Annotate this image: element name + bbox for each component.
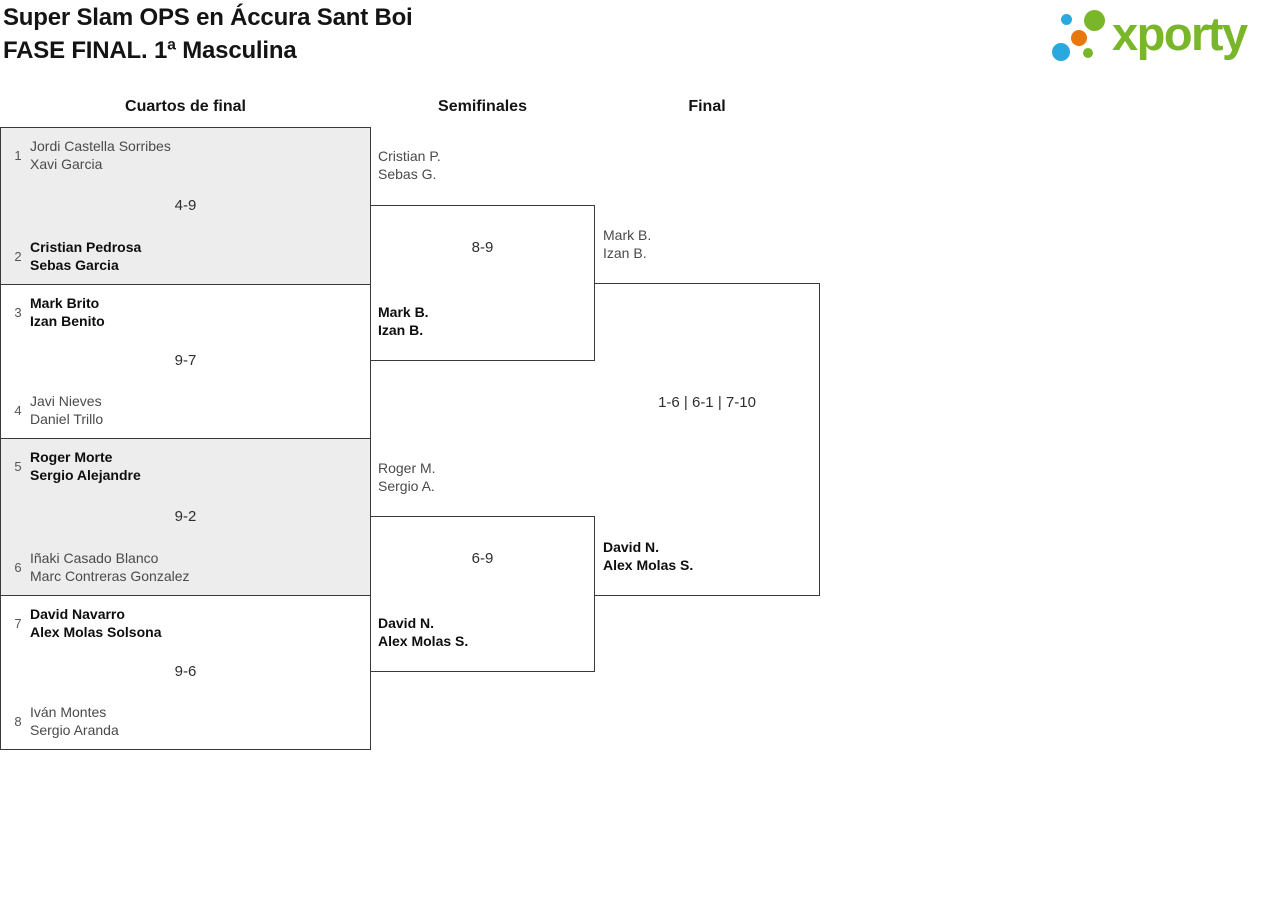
player-name: Javi Nieves — [30, 393, 102, 409]
team-row: 3 Mark Brito Izan Benito — [1, 294, 370, 330]
semifinal-1-top-team: Cristian P. Sebas G. — [378, 147, 441, 183]
logo-dot-orange — [1071, 30, 1087, 46]
player-name: Sergio Alejandre — [30, 467, 141, 483]
page-title: Super Slam OPS en Áccura Sant Boi FASE F… — [3, 1, 413, 67]
player-name: Alex Molas Solsona — [30, 624, 162, 640]
player-name: Iñaki Casado Blanco — [30, 550, 159, 566]
team-row: 8 Iván Montes Sergio Aranda — [1, 703, 370, 739]
team-row: 2 Cristian Pedrosa Sebas Garcia — [1, 238, 370, 274]
player-name: Cristian P. — [378, 148, 441, 164]
round-header-final: Final — [688, 98, 726, 115]
seed-number: 5 — [14, 458, 22, 474]
player-name: Izan Benito — [30, 313, 105, 329]
phase-category: FASE FINAL. 1ª Masculina — [3, 37, 297, 64]
player-name: Iván Montes — [30, 704, 107, 720]
match-quarterfinal-2: 3 Mark Brito Izan Benito 9-7 4 Javi Niev… — [0, 284, 371, 439]
final-top-team: Mark B. Izan B. — [603, 226, 651, 262]
tournament-name: Super Slam OPS en Áccura Sant Boi — [3, 4, 413, 31]
player-name: Xavi Garcia — [30, 156, 103, 172]
team-row: 4 Javi Nieves Daniel Trillo — [1, 392, 370, 428]
round-header-semifinals: Semifinales — [438, 98, 527, 115]
player-name: Izan B. — [603, 245, 647, 261]
match-quarterfinal-1: 1 Jordi Castella Sorribes Xavi Garcia 4-… — [0, 127, 371, 285]
semifinal-2-top-team: Roger M. Sergio A. — [378, 459, 436, 495]
team-row: 5 Roger Morte Sergio Alejandre — [1, 448, 370, 484]
seed-number: 2 — [14, 248, 22, 264]
seed-number: 3 — [14, 304, 22, 320]
match-final — [594, 283, 820, 596]
player-name: Roger M. — [378, 460, 436, 476]
player-name: David N. — [378, 615, 435, 631]
match-score: 1-6 | 6-1 | 7-10 — [658, 394, 756, 411]
team-row: 7 David Navarro Alex Molas Solsona — [1, 605, 370, 641]
match-score: 8-9 — [471, 239, 494, 256]
seed-number: 8 — [14, 713, 22, 729]
player-name: Alex Molas S. — [378, 633, 469, 649]
final-bottom-team: David N. Alex Molas S. — [603, 538, 693, 574]
match-score: 6-9 — [471, 550, 494, 567]
logo-dot-blue-medium — [1052, 43, 1070, 61]
seed-number: 7 — [14, 615, 22, 631]
logo-dot-green-large — [1084, 10, 1105, 31]
match-quarterfinal-3: 5 Roger Morte Sergio Alejandre 9-2 6 Iña… — [0, 438, 371, 596]
logo-dot-green-small — [1083, 48, 1093, 58]
player-name: David N. — [603, 539, 660, 555]
match-score: 4-9 — [174, 196, 197, 214]
match-score: 9-2 — [174, 507, 197, 525]
match-quarterfinal-4: 7 David Navarro Alex Molas Solsona 9-6 8… — [0, 595, 371, 750]
player-name: Mark B. — [603, 227, 652, 243]
player-name: Daniel Trillo — [30, 411, 104, 427]
seed-number: 4 — [14, 402, 22, 418]
seed-number: 6 — [14, 559, 22, 575]
logo-dot-blue-small — [1061, 14, 1072, 25]
seed-number: 1 — [14, 147, 22, 163]
round-header-quarterfinals: Cuartos de final — [125, 98, 246, 115]
player-name: Sergio Aranda — [30, 722, 119, 738]
player-name: Marc Contreras Gonzalez — [30, 568, 190, 584]
player-name: Mark Brito — [30, 295, 100, 311]
player-name: Mark B. — [378, 304, 429, 320]
logo-wordmark: xporty — [1112, 7, 1248, 60]
semifinal-2-bottom-team: David N. Alex Molas S. — [378, 614, 468, 650]
player-name: Cristian Pedrosa — [30, 239, 142, 255]
player-name: Sebas Garcia — [30, 257, 119, 273]
semifinal-1-bottom-team: Mark B. Izan B. — [378, 303, 429, 339]
team-row: 1 Jordi Castella Sorribes Xavi Garcia — [1, 137, 370, 173]
player-name: Roger Morte — [30, 449, 113, 465]
player-name: Izan B. — [378, 322, 424, 338]
xporty-logo[interactable]: xporty — [1045, 4, 1277, 74]
team-row: 6 Iñaki Casado Blanco Marc Contreras Gon… — [1, 549, 370, 585]
match-score: 9-6 — [174, 663, 197, 680]
player-name: Jordi Castella Sorribes — [30, 138, 171, 154]
player-name: Alex Molas S. — [603, 557, 694, 573]
player-name: Sebas G. — [378, 166, 437, 182]
player-name: David Navarro — [30, 606, 125, 622]
match-score: 9-7 — [174, 352, 197, 369]
player-name: Sergio A. — [378, 478, 435, 494]
match-semifinal-2 — [370, 516, 595, 672]
